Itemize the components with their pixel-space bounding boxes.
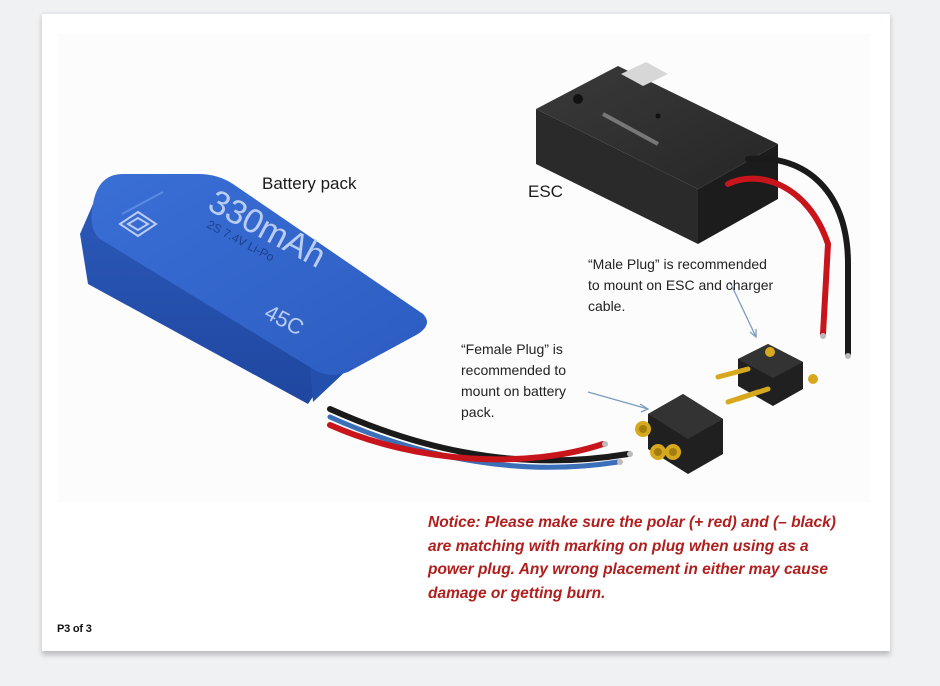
female-plug-callout-line: mount on battery bbox=[461, 383, 567, 399]
male-plug-callout: “Male Plug” is recommended to mount on E… bbox=[588, 254, 773, 317]
notice-line: are matching with marking on plug when u… bbox=[428, 537, 809, 555]
notice-line: power plug. Any wrong placement in eithe… bbox=[428, 561, 828, 578]
esc-wire-black bbox=[745, 155, 851, 357]
wiring-figure: 330mAh 2S 7.4V Li-Po 45C bbox=[58, 34, 870, 502]
esc-top bbox=[536, 66, 778, 189]
esc-side bbox=[536, 109, 698, 244]
female-plug-callout-line: “Female Plug” is bbox=[461, 341, 563, 357]
male-pin-1 bbox=[715, 366, 751, 380]
notice-line: Notice: Please make sure the polar (+ re… bbox=[428, 514, 836, 531]
female-plug bbox=[635, 394, 723, 474]
esc-wire-red bbox=[725, 175, 832, 337]
female-plug-callout-line: recommended to bbox=[461, 362, 567, 378]
notice-line: damage or getting burn. bbox=[428, 584, 606, 602]
battery-pack: 330mAh 2S 7.4V Li-Po 45C bbox=[80, 174, 427, 404]
battery-pack-label: Battery pack bbox=[262, 174, 357, 193]
page-indicator: P3 of 3 bbox=[57, 623, 92, 635]
female-plug-arrow bbox=[587, 391, 649, 410]
esc-front bbox=[698, 144, 778, 244]
battery-wire-black bbox=[327, 406, 631, 464]
wiring-illustration: 330mAh 2S 7.4V Li-Po 45C bbox=[80, 62, 851, 474]
document-page: 330mAh 2S 7.4V Li-Po 45C bbox=[42, 12, 890, 651]
battery-top bbox=[91, 174, 427, 375]
male-plug-arrow bbox=[729, 281, 757, 338]
female-plug-callout: “Female Plug” is recommended to mount on… bbox=[461, 339, 566, 423]
esc-button bbox=[573, 94, 583, 104]
male-plug-callout-line: to mount on ESC and charger bbox=[588, 277, 774, 293]
callout-arrows bbox=[587, 281, 757, 413]
battery-wire-red bbox=[327, 422, 606, 463]
esc-module bbox=[536, 62, 851, 359]
male-pin-3 bbox=[735, 386, 771, 402]
male-plug bbox=[715, 344, 818, 406]
male-plug-callout-line: “Male Plug” is recommended bbox=[588, 256, 767, 272]
battery-wires bbox=[327, 406, 633, 470]
female-plug-callout-line: pack. bbox=[461, 404, 495, 420]
esc-label-plate bbox=[621, 62, 668, 86]
battery-logo-icon bbox=[118, 210, 158, 238]
male-plug-callout-line: cable. bbox=[588, 298, 626, 314]
esc-label: ESC bbox=[528, 182, 563, 201]
polarity-notice: Notice: Please make sure the polar (+ re… bbox=[428, 511, 868, 605]
